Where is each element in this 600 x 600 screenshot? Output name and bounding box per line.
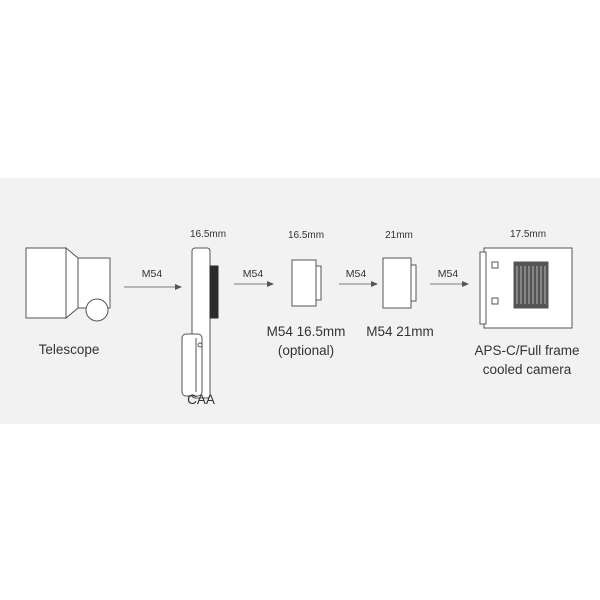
arrowhead-2 xyxy=(267,281,274,287)
caa-label: CAA xyxy=(187,392,215,407)
camera-label-line2: cooled camera xyxy=(482,362,572,377)
camera-label-line1: APS-C/Full frame xyxy=(474,343,580,358)
camera-icon xyxy=(479,247,573,329)
arrowhead-3 xyxy=(371,281,378,287)
m54-21mm-dimension: 21mm xyxy=(385,230,413,241)
m54-21mm-icon xyxy=(382,257,417,309)
camera-label: APS-C/Full frame cooled camera xyxy=(474,341,579,379)
m54-21mm-label: M54 21mm xyxy=(366,324,434,339)
m54-16-5mm-label-line1: M54 16.5mm xyxy=(266,324,346,339)
caa-dimension: 16.5mm xyxy=(189,229,227,240)
telescope-label: Telescope xyxy=(38,342,100,357)
connection-label-1: M54 xyxy=(141,268,163,280)
m54-16-5mm-dimension: 16.5mm xyxy=(287,230,325,241)
connection-label-3: M54 xyxy=(345,268,367,280)
camera-dimension: 17.5mm xyxy=(509,229,547,240)
connection-label-2: M54 xyxy=(242,268,264,280)
caa-icon xyxy=(181,247,219,399)
m54-16-5mm-label: M54 16.5mm (optional) xyxy=(267,322,346,360)
arrowhead-1 xyxy=(175,284,182,290)
m54-16-5mm-icon xyxy=(291,259,322,307)
connection-label-4: M54 xyxy=(437,268,459,280)
telescope-icon xyxy=(25,246,111,322)
m54-16-5mm-label-line2: (optional) xyxy=(277,343,335,358)
arrowhead-4 xyxy=(462,281,469,287)
